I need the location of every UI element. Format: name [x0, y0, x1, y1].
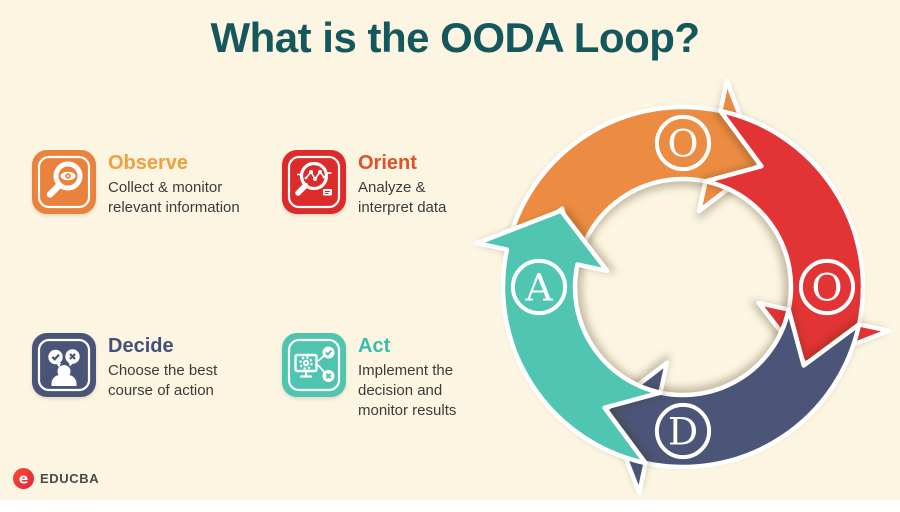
educba-logo-text: EDUCBA	[40, 471, 100, 486]
decide-person-icon	[37, 338, 91, 392]
step-observe: Observe Collect & monitor relevant infor…	[32, 150, 240, 218]
observe-tile	[32, 150, 96, 214]
educba-logo: e EDUCBA	[13, 468, 99, 489]
analyze-data-icon	[287, 155, 341, 209]
page-title: What is the OODA Loop?	[210, 14, 700, 61]
step-decide: Decide Choose the best course of action	[32, 333, 217, 401]
loop-arrow-act	[474, 208, 663, 466]
orient-tile	[282, 150, 346, 214]
act-description: Implement the decision and monitor resul…	[358, 362, 457, 419]
act-tile	[282, 333, 346, 397]
act-label: Act	[358, 335, 391, 357]
decide-description: Choose the best course of action	[108, 362, 218, 399]
observe-label: Observe	[108, 152, 189, 174]
svg-text:e: e	[19, 472, 29, 488]
ooda-loop-diagram: O O D A	[458, 62, 900, 512]
loop-letter-observe: O	[668, 121, 699, 165]
orient-description: Analyze & interpret data	[358, 179, 447, 216]
loop-letter-circle-left	[510, 258, 568, 316]
loop-letter-circle-bottom	[654, 402, 712, 460]
step-act: Act Implement the decision and monitor r…	[282, 333, 456, 420]
loop-letter-act: A	[524, 265, 553, 309]
observe-description: Collect & monitor relevant information	[108, 179, 240, 216]
loop-letter-circle-top	[654, 114, 712, 172]
step-orient: Orient Analyze & interpret data	[282, 150, 446, 218]
magnifier-eye-icon	[37, 155, 91, 209]
loop-letter-circle-right	[798, 258, 856, 316]
educba-logo-mark: e	[13, 468, 34, 489]
loop-letter-decide: D	[668, 409, 698, 453]
decide-tile	[32, 333, 96, 397]
orient-label: Orient	[358, 152, 417, 174]
infographic-canvas: What is the OODA Loop? Observe Collect &…	[0, 0, 900, 500]
loop-letter-orient: O	[812, 265, 843, 309]
act-monitor-icon	[287, 338, 341, 392]
decide-label: Decide	[108, 335, 174, 357]
